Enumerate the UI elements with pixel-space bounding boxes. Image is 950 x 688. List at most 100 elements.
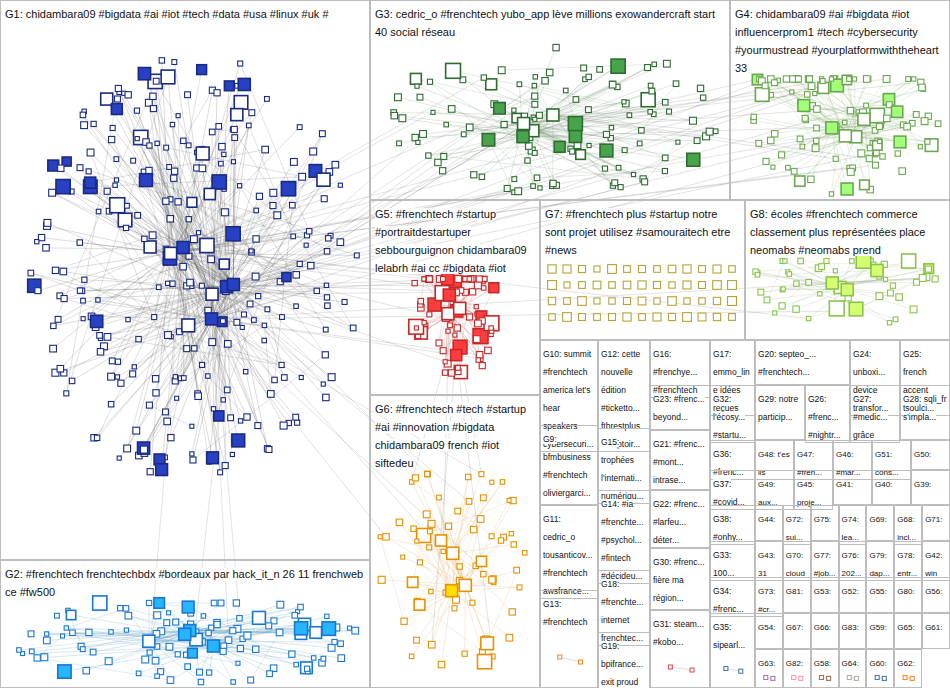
network-vertex bbox=[553, 44, 559, 50]
network-vertex bbox=[96, 298, 100, 302]
network-vertex bbox=[550, 180, 556, 186]
network-vertex bbox=[81, 298, 86, 303]
network-vertex bbox=[622, 148, 627, 153]
network-vertex bbox=[173, 619, 179, 625]
network-vertex bbox=[847, 676, 851, 680]
network-edge bbox=[856, 79, 909, 137]
network-vertex bbox=[224, 341, 231, 348]
network-vertex bbox=[267, 671, 273, 677]
network-vertex bbox=[468, 276, 474, 282]
network-vertex bbox=[687, 153, 700, 166]
network-edge bbox=[227, 89, 924, 287]
network-vertex bbox=[289, 651, 295, 657]
network-vertex bbox=[378, 576, 385, 583]
network-vertex bbox=[133, 427, 140, 434]
network-vertex bbox=[453, 333, 457, 337]
network-edge bbox=[192, 285, 233, 654]
network-vertex bbox=[454, 365, 467, 378]
network-vertex bbox=[476, 358, 480, 362]
network-vertex bbox=[454, 302, 466, 314]
network-vertex bbox=[806, 76, 812, 82]
network-vertex bbox=[130, 371, 136, 377]
network-vertex bbox=[475, 320, 482, 327]
network-vertex bbox=[474, 282, 481, 289]
network-vertex bbox=[549, 314, 556, 321]
network-edge bbox=[63, 271, 212, 294]
network-vertex bbox=[41, 654, 48, 661]
network-edge bbox=[119, 319, 211, 458]
network-edge bbox=[448, 314, 482, 366]
network-vertex bbox=[236, 661, 240, 665]
network-edge bbox=[832, 128, 883, 157]
network-vertex bbox=[690, 117, 697, 124]
network-vertex bbox=[639, 128, 644, 133]
network-vertex bbox=[206, 374, 210, 378]
network-vertex bbox=[440, 277, 445, 282]
network-edge bbox=[212, 319, 269, 450]
network-vertex bbox=[204, 188, 215, 199]
network-vertex bbox=[395, 94, 402, 101]
network-vertex bbox=[456, 366, 461, 371]
network-vertex bbox=[55, 613, 60, 618]
group-label: G21: #frenc... #mont... intrase... bbox=[653, 439, 705, 485]
network-vertex bbox=[618, 185, 623, 190]
network-vertex bbox=[172, 168, 178, 174]
network-vertex bbox=[292, 613, 298, 619]
network-vertex bbox=[418, 298, 424, 304]
network-vertex bbox=[422, 321, 426, 325]
network-vertex bbox=[800, 144, 805, 149]
network-vertex bbox=[61, 634, 65, 638]
network-vertex bbox=[81, 317, 85, 321]
network-vertex bbox=[579, 660, 583, 664]
network-edge bbox=[212, 294, 284, 425]
network-vertex bbox=[230, 628, 236, 634]
network-vertex bbox=[638, 281, 646, 289]
network-vertex bbox=[410, 73, 421, 84]
network-vertex bbox=[568, 117, 582, 131]
network-vertex bbox=[893, 317, 898, 322]
network-vertex bbox=[252, 318, 257, 323]
network-vertex bbox=[153, 78, 159, 84]
network-vertex bbox=[61, 296, 67, 302]
network-vertex bbox=[58, 665, 71, 678]
network-vertex bbox=[425, 471, 430, 476]
network-vertex bbox=[616, 165, 621, 170]
network-vertex bbox=[863, 76, 870, 83]
network-vertex bbox=[804, 92, 809, 97]
network-vertex bbox=[910, 676, 914, 680]
network-vertex bbox=[207, 670, 212, 675]
network-vertex bbox=[66, 610, 75, 619]
network-vertex bbox=[171, 175, 177, 181]
network-vertex bbox=[480, 495, 486, 501]
group-label: G13: #frenchtech bbox=[543, 599, 587, 627]
network-vertex bbox=[173, 375, 177, 379]
network-vertex bbox=[307, 229, 312, 234]
network-vertex bbox=[248, 677, 254, 683]
network-edge bbox=[421, 288, 494, 333]
network-vertex bbox=[211, 407, 215, 411]
network-vertex bbox=[751, 114, 756, 119]
network-vertex bbox=[479, 363, 485, 369]
group-panel: G4: chidambara09 #ai #bigdata #iot influ… bbox=[730, 0, 950, 200]
network-vertex bbox=[669, 282, 675, 288]
network-vertex bbox=[914, 279, 920, 285]
network-vertex bbox=[125, 92, 131, 98]
network-vertex bbox=[662, 99, 668, 105]
network-vertex bbox=[880, 154, 885, 159]
network-edge bbox=[212, 319, 386, 537]
network-vertex bbox=[794, 281, 799, 286]
network-edge bbox=[227, 68, 648, 287]
network-edge bbox=[90, 177, 302, 187]
network-vertex bbox=[176, 114, 180, 118]
network-vertex bbox=[476, 556, 486, 566]
network-vertex bbox=[622, 100, 626, 104]
network-vertex bbox=[201, 614, 205, 618]
network-vertex bbox=[852, 77, 856, 81]
network-edge bbox=[149, 171, 286, 278]
network-vertex bbox=[438, 661, 444, 667]
network-vertex bbox=[93, 596, 107, 610]
group-label: G19: bpifrance... exit proud announc... bbox=[601, 641, 643, 688]
group-panel: G18: #frenchte... internet frenchtec... bbox=[598, 570, 650, 646]
network-vertex bbox=[114, 96, 120, 102]
